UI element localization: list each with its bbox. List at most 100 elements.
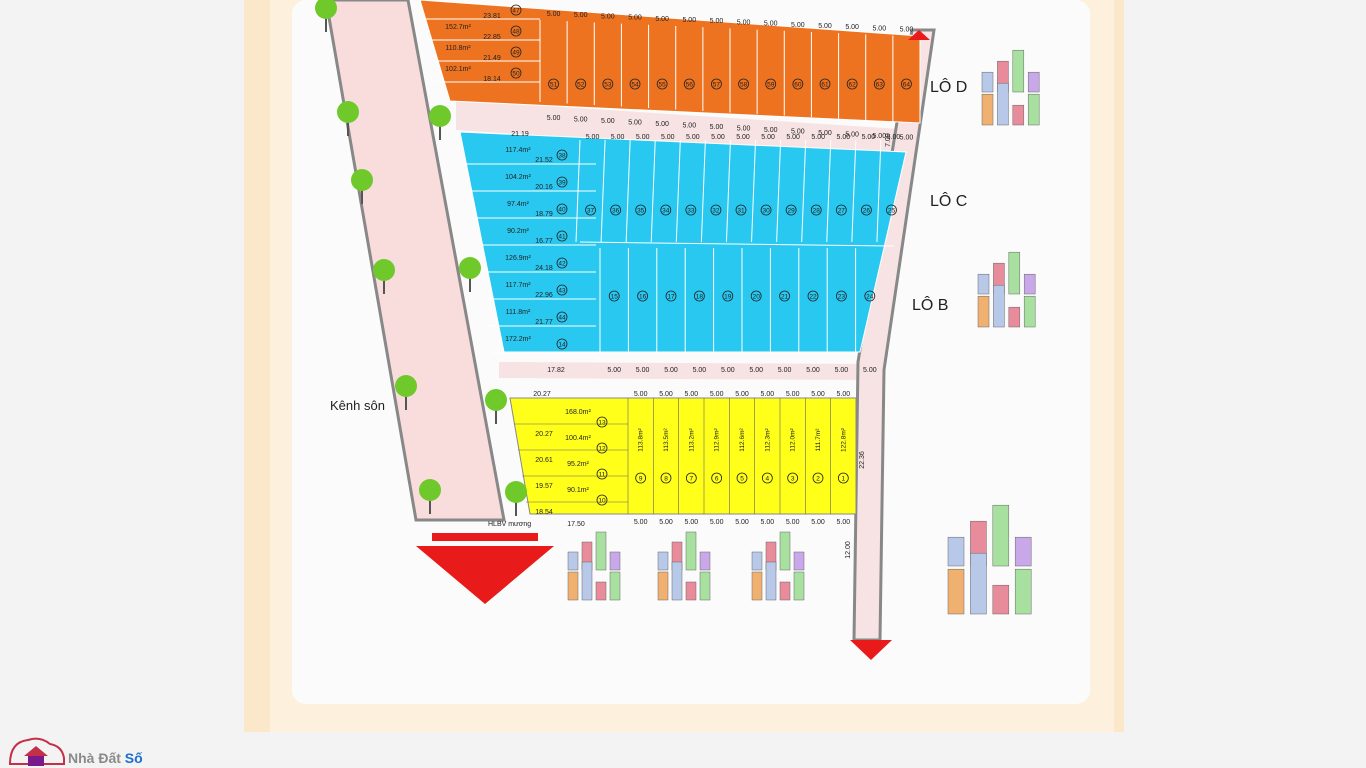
brand-logo[interactable] — [6, 734, 166, 768]
road-width-lower: 12.00 — [845, 541, 852, 559]
plot-49-circle — [510, 46, 522, 58]
plot-9: 9 — [639, 476, 643, 483]
plot-48: 48 — [512, 29, 520, 36]
lot-c-top-width: 21.19 — [511, 131, 529, 138]
plot-44-circle — [556, 311, 568, 323]
plot-39: 39 — [558, 180, 566, 187]
frontage-label: 5.00 — [845, 24, 859, 31]
plot-area-5: 112.6m² — [739, 427, 746, 451]
frontage-label: 5.00 — [737, 19, 751, 26]
tree-icon — [373, 259, 395, 294]
label-canal-corridor: HLBV mương — [488, 521, 531, 528]
tree-icon — [395, 375, 417, 410]
lot-b-top-width: 20.27 — [533, 391, 551, 398]
plot-19: 19 — [724, 294, 732, 301]
frontage-label: 5.00 — [636, 367, 650, 374]
frontage-label: 5.00 — [836, 134, 850, 141]
plot-width-44: 21.77 — [535, 319, 553, 326]
frontage-label: 5.00 — [710, 519, 724, 526]
plot-10: 10 — [598, 498, 606, 505]
plot-35-circle — [635, 204, 647, 216]
plot-area-41: 90.2m² — [507, 228, 529, 235]
plot-57: 57 — [713, 82, 721, 89]
plot-1-circle — [837, 472, 849, 484]
frontage-label: 5.00 — [607, 367, 621, 374]
tree-icon — [315, 0, 337, 32]
plot-47-circle — [510, 4, 522, 16]
plot-area-7: 113.2m² — [688, 427, 695, 451]
frontage-label: 5.00 — [634, 519, 648, 526]
plot-width-10: 18.54 — [535, 509, 553, 516]
plot-6-circle — [711, 472, 723, 484]
plot-area-6: 112.9m² — [714, 427, 721, 451]
frontage-label: 5.00 — [786, 519, 800, 526]
frontage-label: 5.00 — [900, 135, 914, 142]
plot-width-40: 18.79 — [535, 211, 553, 218]
label-canal: Kênh sôn — [330, 398, 385, 413]
plot-50-circle — [510, 67, 522, 79]
frontage-label: 5.00 — [685, 391, 699, 398]
frontage-label: 5.00 — [818, 23, 832, 30]
plot-26-circle — [860, 204, 872, 216]
plot-33: 33 — [687, 208, 695, 215]
plot-width-49: 21.49 — [483, 55, 501, 62]
plot-area-38: 117.4m² — [505, 147, 531, 154]
plot-area-4: 112.3m² — [764, 427, 771, 451]
plot-40: 40 — [558, 207, 566, 214]
tree-icon — [485, 389, 507, 424]
frontage-label: 5.00 — [710, 124, 724, 131]
frontage-label: 5.00 — [628, 120, 642, 127]
frontage-label: 5.00 — [811, 391, 825, 398]
plot-5: 5 — [740, 476, 744, 483]
frontage-label: 5.00 — [791, 129, 805, 136]
plot-36: 36 — [612, 208, 620, 215]
plot-38: 38 — [558, 153, 566, 160]
plot-56-circle — [683, 78, 695, 90]
frontage-label: 5.00 — [735, 391, 749, 398]
frontage-label: 5.00 — [749, 367, 763, 374]
tree-icon — [337, 101, 359, 136]
frontage-label: 5.00 — [818, 130, 832, 137]
plot-10-circle — [596, 494, 608, 506]
plot-area-12: 100.4m² — [565, 435, 591, 442]
road-width-right: 22.36 — [859, 451, 866, 469]
canal-corridor — [324, 0, 506, 522]
plot-50: 50 — [512, 71, 520, 78]
frontage-label: 5.00 — [659, 391, 673, 398]
plot-15: 15 — [611, 294, 619, 301]
plot-width-39: 20.16 — [535, 184, 553, 191]
plot-63: 63 — [876, 82, 884, 89]
plot-8: 8 — [664, 476, 668, 483]
arrow-bar-left — [432, 533, 538, 541]
plot-area-42: 126.9m² — [505, 255, 531, 262]
plot-area-48: 152.7m² — [445, 24, 471, 31]
plot-35: 35 — [637, 208, 645, 215]
frontage-label: 5.00 — [778, 367, 792, 374]
plot-41: 41 — [558, 234, 566, 241]
frontage-label: 5.00 — [887, 134, 901, 141]
frontage-label: 5.00 — [764, 21, 778, 28]
plot-57-circle — [711, 78, 722, 90]
frontage-label: 5.00 — [761, 134, 775, 141]
plot-width-48: 22.85 — [483, 34, 501, 41]
frontage-label: 5.00 — [764, 127, 778, 134]
plot-33-circle — [685, 204, 697, 216]
plot-32-circle — [710, 204, 722, 216]
arrow-up-right — [908, 30, 930, 40]
frontage-label: 5.00 — [811, 519, 825, 526]
plot-52: 52 — [577, 82, 585, 89]
frontage-label: 5.00 — [791, 22, 805, 29]
plot-width-13: 20.27 — [535, 431, 553, 438]
frontage-label: 5.00 — [735, 519, 749, 526]
plot-51: 51 — [550, 82, 558, 89]
plot-12-circle — [596, 442, 608, 454]
plot-25-circle — [886, 204, 897, 216]
plot-6: 6 — [715, 476, 719, 483]
cloud-icon — [8, 737, 65, 765]
label-lot-d: LÔ D — [930, 77, 967, 96]
plot-55: 55 — [659, 82, 667, 89]
plot-28-circle — [810, 204, 822, 216]
plot-area-2: 111.7m² — [815, 428, 822, 452]
plot-14: 14 — [558, 342, 566, 349]
